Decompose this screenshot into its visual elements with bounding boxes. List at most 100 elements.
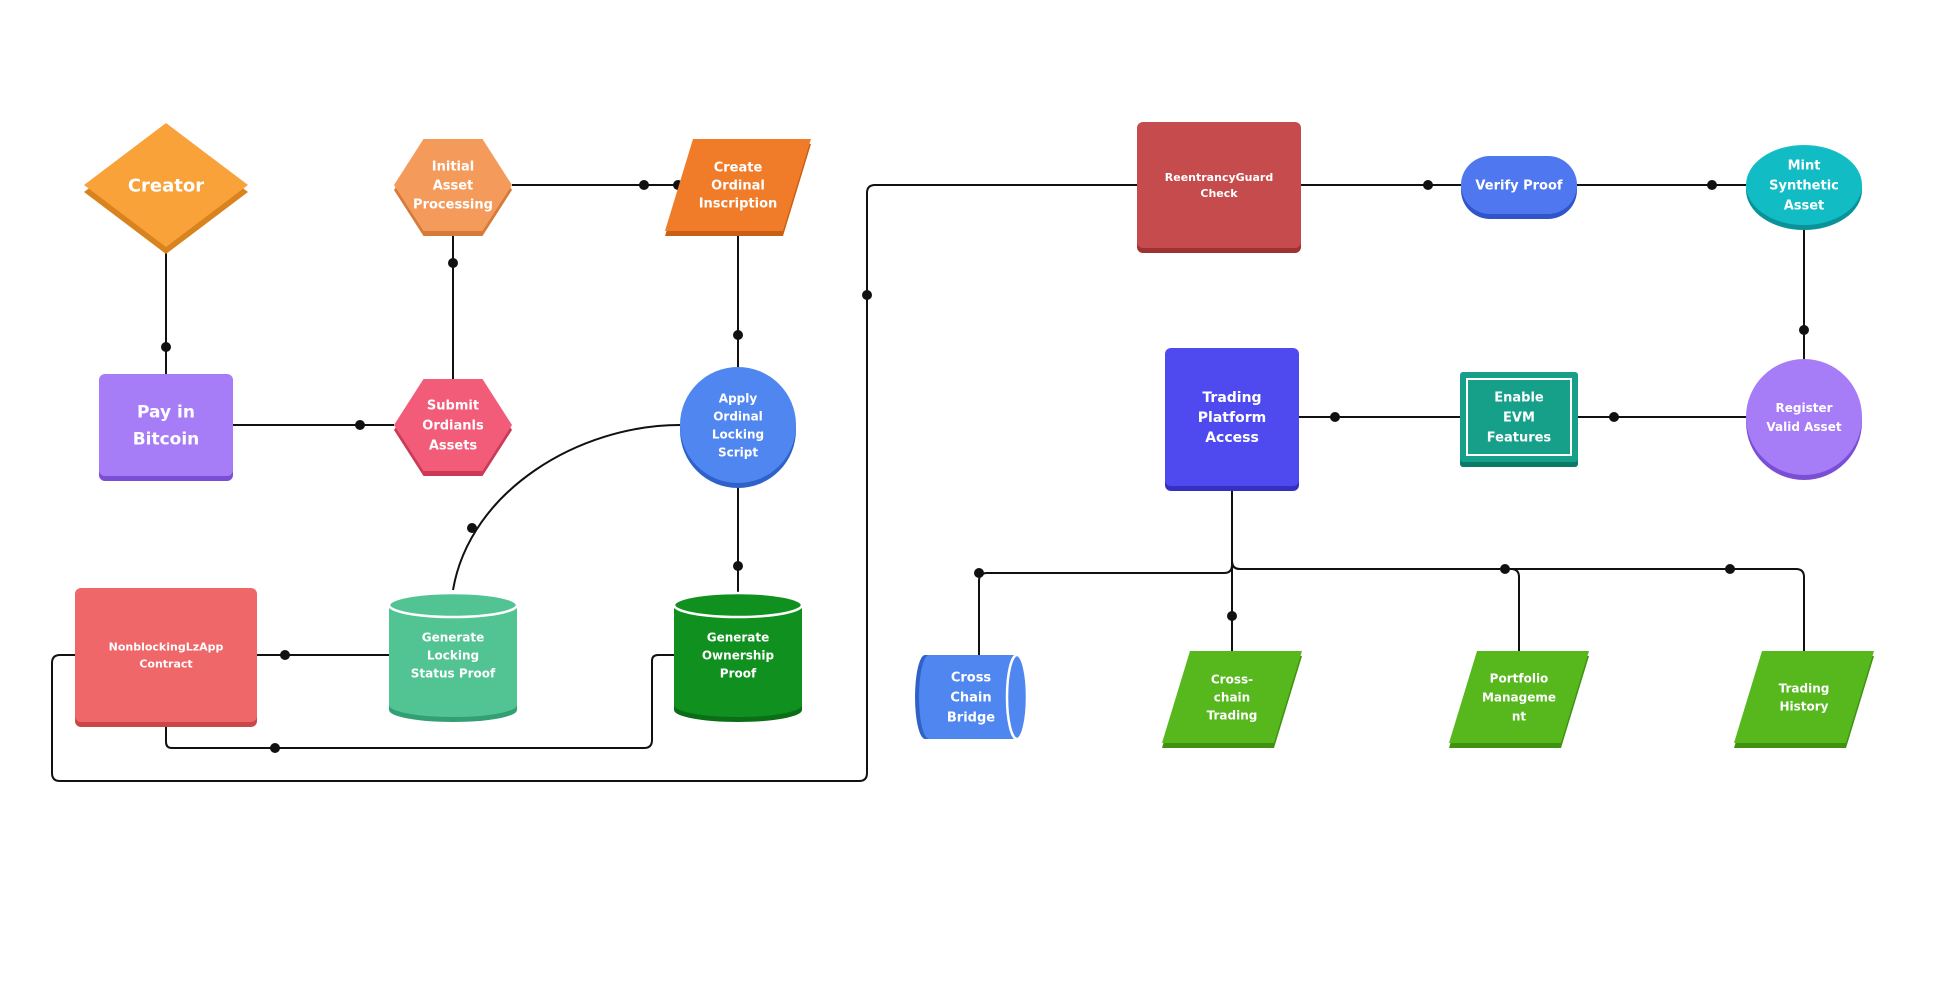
edge-dot xyxy=(862,290,872,300)
node-shape xyxy=(99,374,233,476)
edge-line xyxy=(978,486,1233,655)
node-label-line: Synthetic xyxy=(1769,179,1839,194)
node-label-line: Ordinal xyxy=(711,179,765,194)
node-label-line: Chain xyxy=(950,691,991,706)
edge-dot xyxy=(1707,180,1717,190)
edge-apply-ordinal-locking-script-to-generate-locking-status-proof xyxy=(452,424,681,591)
node-label-line: Contract xyxy=(139,657,192,670)
node-label-line: Status Proof xyxy=(411,666,496,680)
node-label-line: Locking xyxy=(427,648,479,662)
node-shape xyxy=(1165,348,1299,486)
connectors xyxy=(51,180,1809,782)
node-label-line: Apply xyxy=(719,391,758,405)
edge-initial-asset-processing-to-create-ordinal-inscription xyxy=(512,180,684,190)
edge-dot xyxy=(280,650,290,660)
edge-dot xyxy=(733,330,743,340)
edge-dot xyxy=(1609,412,1619,422)
node-shape xyxy=(394,379,512,471)
edge-dot xyxy=(1227,611,1237,621)
node-shape xyxy=(84,123,248,247)
node-label-line: History xyxy=(1779,699,1828,713)
edge-submit-ordinals-assets-to-initial-asset-processing xyxy=(448,231,458,379)
edge-dot xyxy=(639,180,649,190)
node-label: Pay in Bitcoin xyxy=(133,403,200,450)
node-shape xyxy=(1746,145,1862,225)
edge-trading-platform-access-to-trading-history xyxy=(1231,486,1805,651)
node-label-line: Create xyxy=(714,161,763,176)
edge-dot xyxy=(1423,180,1433,190)
edge-line xyxy=(51,184,1137,782)
node-label-line: Asset xyxy=(1784,199,1825,214)
node-label-line: Bitcoin xyxy=(133,430,200,450)
node-label-line: Pay in xyxy=(137,403,195,423)
edge-verify-proof-to-mint-synthetic-asset xyxy=(1577,180,1746,190)
node-label-line: Portfolio xyxy=(1490,671,1549,685)
node-label-line: ReentrancyGuard xyxy=(1165,171,1273,184)
node-inner-frame xyxy=(1466,378,1572,456)
node-label: Verify Proof xyxy=(1475,179,1562,194)
node-label-line: Trading xyxy=(1779,681,1830,695)
node-label-line: Submit xyxy=(427,399,479,414)
node-label-line: Script xyxy=(718,445,758,459)
node-label-line: Enable xyxy=(1494,391,1544,406)
node-label-line: Features xyxy=(1487,431,1552,446)
node-label-line: Initial xyxy=(432,160,474,175)
node-label-line: Ordianls xyxy=(422,419,484,434)
node-label-line: Asset xyxy=(433,179,474,194)
node-shape xyxy=(665,139,811,231)
node-verify-proof[interactable]: Verify Proof xyxy=(1461,156,1577,219)
node-cylinder-end xyxy=(1005,653,1029,741)
edge-trading-platform-access-to-cross-chain-bridge xyxy=(974,486,1233,655)
edge-dot xyxy=(1725,564,1735,574)
node-shape xyxy=(389,605,517,717)
node-shape xyxy=(1460,372,1578,462)
edge-dot xyxy=(161,342,171,352)
edge-line xyxy=(165,654,674,749)
node-label-line: Mint xyxy=(1788,159,1821,174)
node-creator[interactable]: Creator xyxy=(84,123,248,254)
node-shape xyxy=(1746,359,1862,475)
edge-mint-synthetic-asset-to-register-valid-asset xyxy=(1799,225,1809,359)
node-label-line: Verify Proof xyxy=(1475,179,1562,194)
node-label-line: chain xyxy=(1214,690,1250,704)
node-cylinder-top xyxy=(387,591,519,619)
node-label-line: Assets xyxy=(429,439,478,454)
node-cylinder-top xyxy=(672,591,804,619)
node-pay-in-bitcoin[interactable]: Pay in Bitcoin xyxy=(99,374,233,481)
node-label: Creator xyxy=(128,175,204,196)
node-label-line: Check xyxy=(1200,187,1238,200)
node-label-line: Processing xyxy=(413,198,493,213)
node-label-line: Cross- xyxy=(1211,672,1253,686)
edge-apply-ordinal-locking-script-to-generate-ownership-proof xyxy=(733,483,743,593)
node-shape xyxy=(919,655,1017,739)
edge-pay-in-bitcoin-to-submit-ordinals-assets xyxy=(233,420,394,430)
node-label-line: Bridge xyxy=(947,711,995,726)
